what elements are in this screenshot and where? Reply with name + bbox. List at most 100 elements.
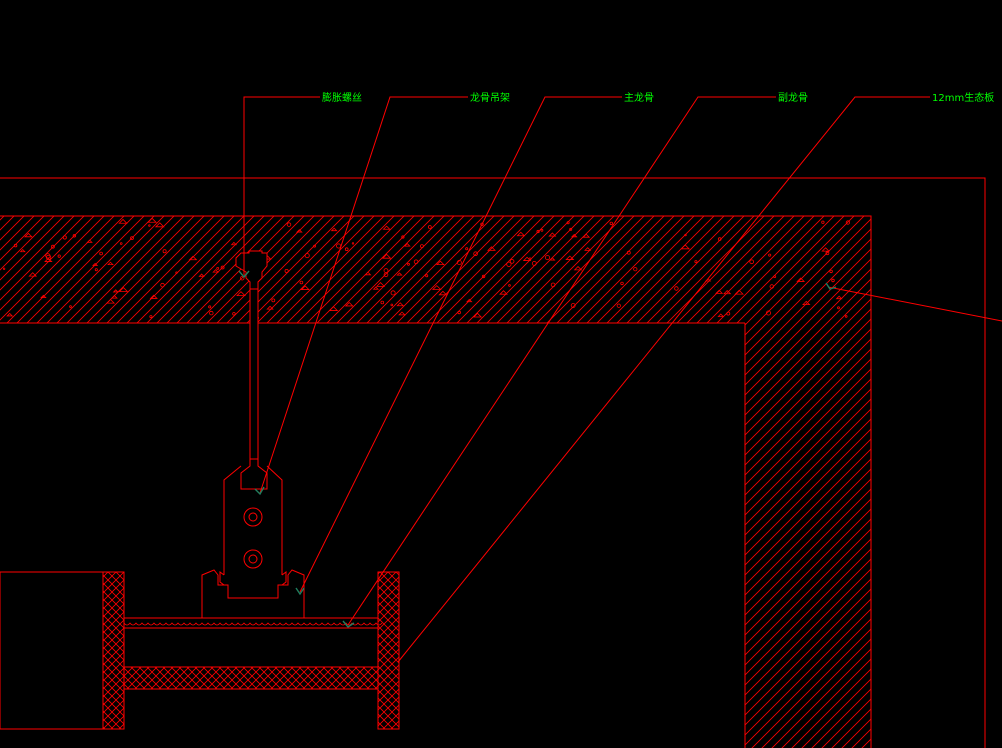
aggregate-speck: [680, 244, 691, 250]
aggregate-speck: [286, 222, 292, 227]
aggregate-speck: [821, 220, 825, 224]
aggregate-speck: [149, 315, 153, 319]
aggregate-speck: [72, 234, 77, 238]
aggregate-speck: [130, 236, 134, 241]
aggregate-speck: [390, 303, 394, 307]
label-main-keel: 主龙骨: [624, 91, 654, 104]
aggregate-speck: [300, 285, 310, 290]
aggregate-speck: [86, 239, 93, 243]
aggregate-speck: [457, 310, 461, 315]
aggregate-speck: [766, 310, 772, 316]
keel-hanger: [219, 458, 287, 586]
aggregate-speck: [620, 281, 624, 286]
aggregate-speck: [51, 244, 55, 249]
aggregate-speck: [239, 276, 245, 281]
concrete-aggregate-dots: [2, 217, 851, 320]
aggregate-speck: [99, 251, 103, 256]
aggregate-speck: [271, 298, 276, 303]
label-expansion-bolt: 膨胀螺丝: [322, 91, 362, 104]
aggregate-speck: [112, 289, 119, 293]
aggregate-speck: [118, 218, 128, 224]
aggregate-speck: [481, 274, 486, 279]
aggregate-speck: [299, 280, 304, 285]
aggregate-speck: [13, 243, 18, 248]
leader-expansion-bolt: [243, 96, 320, 275]
aggregate-speck: [569, 227, 573, 231]
aggregate-speck: [549, 257, 556, 261]
aggregate-speck: [487, 246, 496, 251]
aggregate-speck: [188, 255, 198, 261]
aggregate-speck: [545, 255, 551, 261]
aggregate-speck: [266, 305, 274, 310]
board-strip: [123, 666, 379, 690]
aggregate-speck: [536, 229, 540, 234]
aggregate-speck: [723, 289, 732, 295]
aggregate-speck: [734, 289, 744, 295]
aggregate-speck: [390, 290, 396, 296]
aggregate-speck: [44, 257, 53, 262]
aggregate-speck: [550, 282, 556, 288]
aggregate-speck: [40, 294, 47, 298]
aggregate-speck: [396, 272, 403, 276]
aggregate-speck: [570, 303, 576, 308]
leader-right-outside: [827, 286, 1002, 322]
aggregate-speck: [768, 253, 772, 257]
aggregate-speck: [506, 261, 512, 267]
aggregate-speck: [401, 235, 405, 239]
aggregate-speck: [548, 232, 557, 237]
aggregate-speck: [413, 259, 419, 265]
aggregate-speck: [582, 233, 591, 238]
aggregate-speck: [749, 259, 754, 265]
aggregate-speck: [773, 275, 777, 279]
aggregate-speck: [499, 290, 508, 295]
aggregate-speck: [584, 247, 592, 251]
aggregate-speck: [94, 268, 98, 272]
aggregate-speck: [407, 262, 410, 266]
aggregate-speck: [715, 289, 724, 294]
aggregate-speck: [829, 269, 833, 274]
aggregate-speck: [509, 259, 515, 264]
aggregate-speck: [396, 302, 405, 307]
outer-outline: [0, 177, 986, 748]
aggregate-speck: [198, 273, 205, 277]
aggregate-speck: [344, 247, 349, 252]
aggregate-speck: [674, 286, 679, 291]
aggregate-speck: [726, 311, 731, 316]
aggregate-speck: [6, 312, 14, 317]
aggregate-speck: [382, 225, 391, 230]
aggregate-speck: [110, 295, 118, 299]
aggregate-speck: [230, 241, 238, 246]
aggregate-speck: [147, 217, 158, 223]
aggregate-speck: [236, 291, 246, 296]
aggregate-speck: [220, 265, 225, 270]
aggregate-speck: [24, 232, 33, 238]
aggregate-speck: [616, 303, 621, 308]
aggregate-speck: [148, 224, 151, 227]
secondary-keel: [123, 617, 383, 668]
aggregate-speck: [540, 228, 544, 232]
aggregate-speck: [425, 274, 429, 278]
aggregate-speck: [531, 260, 537, 266]
aggregate-speck: [304, 253, 310, 259]
aggregate-speck: [456, 259, 462, 265]
aggregate-speck: [313, 244, 317, 248]
aggregate-speck: [845, 220, 851, 225]
aggregate-speck: [175, 271, 178, 274]
leader-main-keel: [299, 96, 622, 593]
aggregate-speck: [717, 313, 725, 317]
aggregate-speck: [398, 311, 406, 316]
aggregate-speck: [149, 294, 158, 299]
aggregate-speck: [380, 300, 385, 305]
leader-lines: [243, 96, 1002, 663]
aggregate-speck: [232, 312, 236, 316]
aggregate-speck: [573, 265, 583, 271]
aggregate-speck: [528, 257, 532, 261]
aggregate-speck: [154, 222, 165, 228]
aggregate-speck: [328, 306, 339, 311]
aggregate-speck: [419, 244, 424, 249]
side-wall: [744, 323, 871, 748]
aggregate-speck: [107, 261, 114, 266]
labels: 膨胀螺丝 龙骨吊架 主龙骨 副龙骨 12mm生态板: [322, 91, 994, 104]
aggregate-speck: [330, 227, 338, 232]
